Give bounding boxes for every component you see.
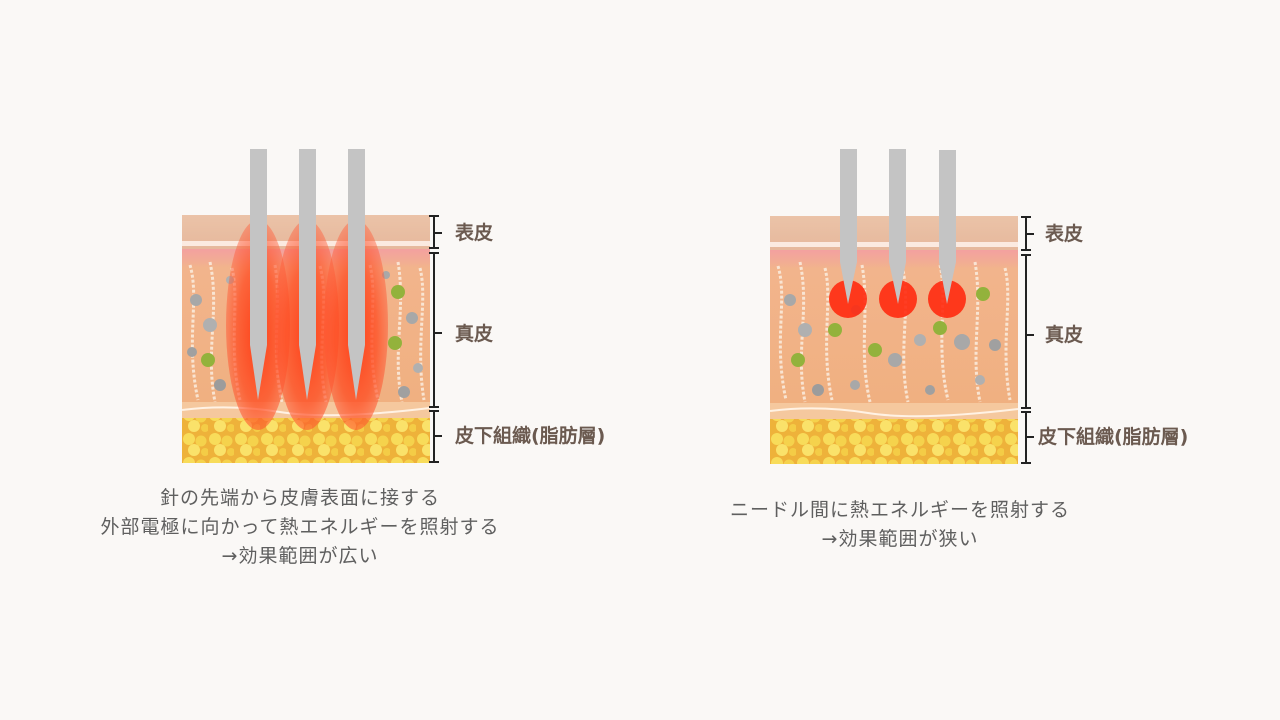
bracket-icon [1021,254,1034,409]
left-caption: 針の先端から皮膚表面に接する 外部電極に向かって熱エネルギーを照射する →効果範… [60,484,540,571]
dermis-label: 真皮 [455,323,494,345]
needles [250,149,365,400]
layer-brackets [429,215,442,463]
left-caption-line: 針の先端から皮膚表面に接する [159,487,440,509]
right-caption-line: →効果範囲が狭い [821,528,979,550]
bracket-icon [1021,411,1034,464]
needle-icon [840,149,857,304]
dermis-label: 真皮 [1045,324,1084,346]
left-caption-line: 外部電極に向かって熱エネルギーを照射する [100,516,500,538]
epidermis-label: 表皮 [455,222,494,244]
needle-icon [250,149,267,400]
right-diagram-panel: 表皮 真皮 皮下組織(脂肪層) ニードル間に熱エネルギーを照射する →効果範囲が… [640,0,1280,720]
subcutaneous-label: 皮下組織(脂肪層) [455,425,606,447]
subcutaneous-layer [770,419,1018,464]
right-caption-line: ニードル間に熱エネルギーを照射する [729,499,1070,521]
layer-brackets [1021,216,1034,464]
needle-icon [299,149,316,400]
epidermis-label: 表皮 [1045,223,1084,245]
dermis-cells [187,271,423,398]
dermis-cells [784,287,1001,396]
right-skin-diagram [769,149,1034,464]
bracket-icon [1021,216,1034,251]
bracket-icon [429,215,442,249]
left-skin-diagram [181,149,442,463]
bracket-icon [429,252,442,408]
subcutaneous-label: 皮下組織(脂肪層) [1038,426,1189,448]
skin-cross-section [769,216,1019,464]
bracket-icon [429,410,442,463]
needle-icon [939,150,956,304]
needles [840,149,956,304]
right-caption: ニードル間に熱エネルギーを照射する →効果範囲が狭い [660,496,1140,554]
left-diagram-panel: 表皮 真皮 皮下組織(脂肪層) 針の先端から皮膚表面に接する 外部電極に向かって… [60,149,606,571]
left-caption-line: →効果範囲が広い [221,545,379,567]
needle-icon [348,149,365,400]
needle-icon [889,149,906,304]
